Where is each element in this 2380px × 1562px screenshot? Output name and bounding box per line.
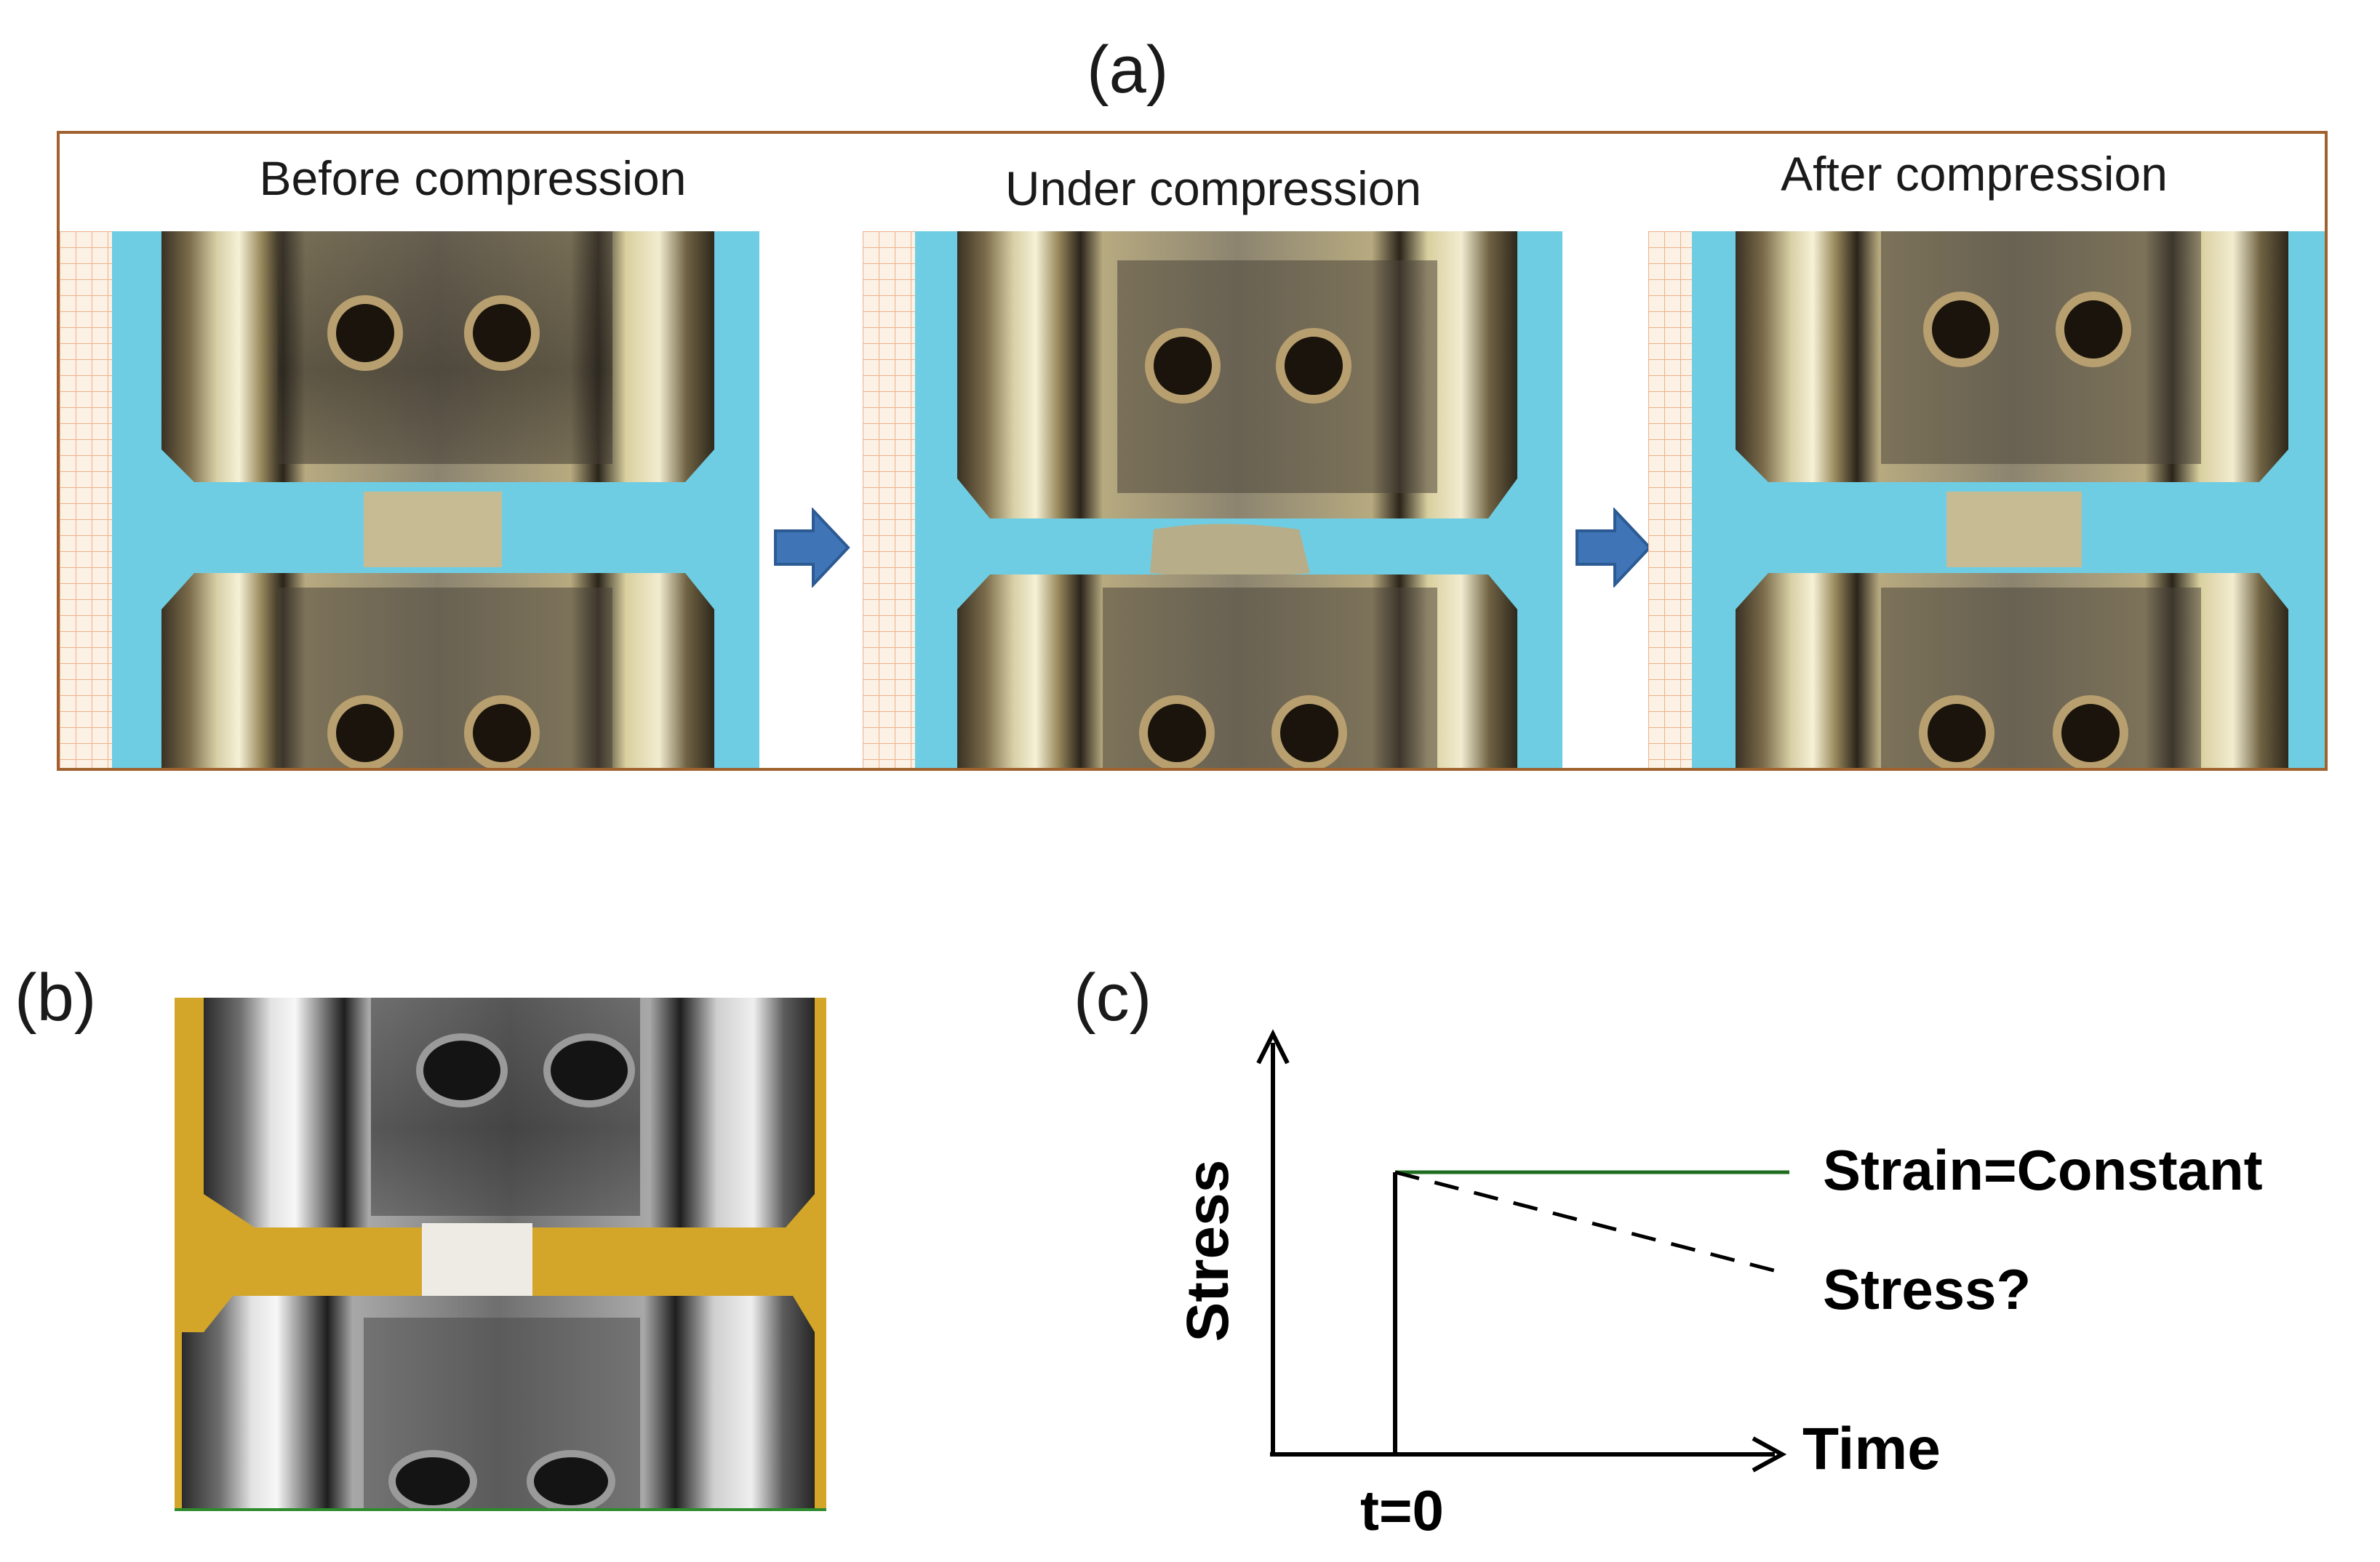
y-axis-label: Stress bbox=[1175, 1160, 1241, 1342]
photo-under-compression bbox=[863, 231, 1562, 768]
arrow-right-icon bbox=[774, 508, 850, 588]
upper-grip bbox=[957, 231, 1517, 518]
stress-decay-line bbox=[1394, 1170, 1783, 1275]
sample bbox=[422, 1223, 532, 1300]
x-tick-label-t0: t=0 bbox=[1360, 1478, 1444, 1542]
stress-question-label: Stress? bbox=[1823, 1257, 2031, 1321]
lower-grip bbox=[182, 1296, 815, 1511]
sample bbox=[1946, 492, 2082, 567]
caption-under-compression: Under compression bbox=[1005, 161, 1422, 215]
lower-grip bbox=[957, 574, 1517, 768]
lower-grip bbox=[1736, 573, 2288, 768]
arrow-right-icon bbox=[1576, 508, 1652, 588]
sample bbox=[1150, 524, 1310, 577]
caption-after-compression: After compression bbox=[1781, 147, 2168, 201]
panel-b-label: (b) bbox=[15, 961, 97, 1035]
y-axis-arrowhead bbox=[1256, 1029, 1290, 1065]
photo-after-compression bbox=[1648, 231, 2325, 768]
stress-relaxation-diagram: Stress Time t=0 Strain=Constant Stress? bbox=[1175, 1029, 2263, 1542]
lower-grip bbox=[161, 573, 714, 768]
strain-constant-label: Strain=Constant bbox=[1823, 1138, 2263, 1202]
photo-panel-b bbox=[175, 998, 826, 1511]
x-axis-arrowhead bbox=[1752, 1436, 1787, 1473]
sample bbox=[364, 492, 502, 567]
x-axis-label: Time bbox=[1802, 1416, 1941, 1482]
upper-grip bbox=[161, 231, 714, 482]
photo-before-compression bbox=[60, 231, 759, 768]
caption-before-compression: Before compression bbox=[259, 151, 687, 205]
panel-c-label: (c) bbox=[1074, 961, 1152, 1035]
upper-grip bbox=[204, 998, 815, 1227]
panel-a-label: (a) bbox=[1087, 33, 1169, 107]
upper-grip bbox=[1736, 231, 2288, 482]
